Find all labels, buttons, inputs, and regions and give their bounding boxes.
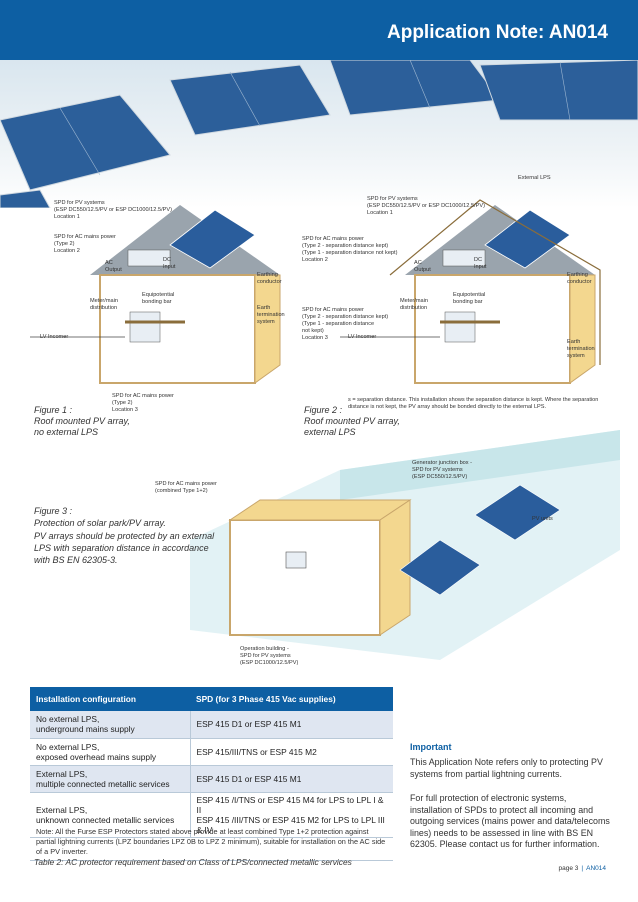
table-row: No external LPS, exposed overhead mains …: [30, 738, 393, 766]
table-header-config: Installation configuration: [30, 687, 190, 711]
lps-boundary: [340, 430, 620, 500]
building-side: [379, 499, 411, 636]
table-note: Note: All the Furse ESP Protectors state…: [30, 826, 393, 861]
house-wall: [569, 274, 596, 384]
figure-3-caption-body: PV arrays should be protected by an exte…: [34, 531, 215, 565]
pv-units: [399, 484, 561, 596]
table-cell-config: External LPS, multiple connected metalli…: [30, 765, 191, 793]
meter-box: [444, 311, 476, 343]
table-header-row: Installation configuration SPD (for 3 Ph…: [30, 687, 393, 711]
table-cell-config: External LPS, unknown connected metallic…: [30, 792, 191, 838]
house-wall: [254, 274, 281, 384]
inverter-box: [127, 249, 171, 267]
fig1-bonding-bar-label: Equipotential bonding bar: [142, 292, 175, 305]
table-cell-spd: ESP 415 /I/TNS or ESP 415 M4 for LPS to …: [190, 792, 393, 838]
table-caption: Table 2: AC protector requirement based …: [34, 857, 352, 867]
figure-3-caption-title: Figure 3 : Protection of solar park/PV a…: [34, 506, 166, 528]
table-cell-spd: ESP 415 D1 or ESP 415 M1: [190, 711, 393, 739]
fig1-spd-pv-label: SPD for PV systems (ESP DC550/12.5/PV or…: [54, 200, 172, 220]
fig1-ac-output-label: AC Output: [105, 260, 122, 273]
fig1-spd-ac-label: SPD for AC mains power (Type 2) Location…: [54, 234, 116, 254]
fig1-spd-ac-bottom-label: SPD for AC mains power (Type 2) Location…: [112, 393, 174, 413]
fig2-spd-ac-mid-label: SPD for AC mains power (Type 2 - separat…: [302, 307, 389, 341]
meter-box: [129, 311, 161, 343]
table-cell-config: No external LPS, underground mains suppl…: [30, 711, 191, 739]
solar-panel-banner: [0, 60, 638, 208]
table-cell-spd: ESP 415 D1 or ESP 415 M1: [190, 765, 393, 793]
fig2-lv-incomer-label: LV Incomer: [348, 334, 377, 340]
fig1-earthing-conductor-label: Earthing conductor: [257, 272, 282, 285]
table-header-spd: SPD (for 3 Phase 415 Vac supplies): [190, 687, 393, 711]
important-heading: Important: [410, 742, 452, 752]
figure-2-diagram: [340, 199, 601, 384]
figure-1-caption: Figure 1 : Roof mounted PV array, no ext…: [34, 405, 130, 437]
page-header: Application Note: AN014: [0, 0, 638, 60]
fig1-earth-termination-label: Earth termination system: [257, 305, 285, 325]
house-interior: [414, 274, 571, 384]
fig1-dc-input-label: DC Input: [163, 257, 176, 270]
fig2-spd-pv-label: SPD for PV systems (ESP DC550/12.5/PV or…: [367, 196, 485, 216]
table-row: External LPS, unknown connected metallic…: [30, 792, 393, 838]
fig2-separation-note: s = separation distance. This installati…: [348, 397, 599, 410]
installation-table: Installation configuration SPD (for 3 Ph…: [30, 687, 393, 838]
fig2-bonding-bar-label: Equipotential bonding bar: [453, 292, 486, 305]
fig3-pv-units-label: PV units: [532, 516, 553, 522]
fig2-ac-output-label: AC Output: [414, 260, 431, 273]
footer-separator: |: [581, 865, 584, 872]
operation-building: [229, 519, 381, 636]
fig2-dc-input-label: DC Input: [474, 257, 487, 270]
table-row: External LPS, multiple connected metalli…: [30, 765, 393, 793]
important-paragraph-1: This Application Note refers only to pro…: [410, 757, 603, 779]
figure-1-diagram: [30, 205, 281, 384]
house-interior: [99, 274, 256, 384]
footer-code: AN014: [586, 865, 606, 872]
page-title: Application Note: AN014: [387, 22, 608, 43]
table-row: No external LPS, underground mains suppl…: [30, 711, 393, 739]
fig3-spd-ac-label: SPD for AC mains power (combined Type 1+…: [155, 481, 217, 494]
fig1-meter-label: Meter/main distribution: [90, 298, 118, 311]
inverter-box: [442, 249, 486, 267]
pv-array: [484, 209, 571, 269]
fig2-meter-label: Meter/main distribution: [400, 298, 428, 311]
fig2-external-lps-label: External LPS: [518, 175, 551, 181]
fig1-lv-incomer-label: LV Incomer: [40, 334, 69, 340]
inverter-box: [285, 551, 307, 569]
pv-array: [169, 209, 256, 269]
page-number: page 3: [558, 865, 579, 872]
figure-3-diagram: [190, 430, 620, 660]
fig2-spd-ac-label: SPD for AC mains power (Type 2 - separat…: [302, 236, 398, 263]
important-paragraph-2: For full protection of electronic system…: [410, 793, 610, 849]
fig2-earth-termination-label: Earth termination system: [567, 339, 595, 359]
external-lps-conductor: [389, 199, 601, 365]
fig2-earthing-conductor-label: Earthing conductor: [567, 272, 592, 285]
table-cell-spd: ESP 415/III/TNS or ESP 415 M2: [190, 738, 393, 766]
table-cell-config: No external LPS, exposed overhead mains …: [30, 738, 191, 766]
fig3-operation-building-label: Operation building - SPD for PV systems …: [240, 646, 299, 666]
figure-2-caption: Figure 2 : Roof mounted PV array, extern…: [304, 405, 400, 437]
fig3-gen-box-label: Generator junction box - SPD for PV syst…: [412, 460, 473, 480]
solar-panels-image: [0, 60, 638, 208]
page-footer: page 3|AN014: [559, 865, 606, 872]
building-roof: [228, 499, 412, 521]
